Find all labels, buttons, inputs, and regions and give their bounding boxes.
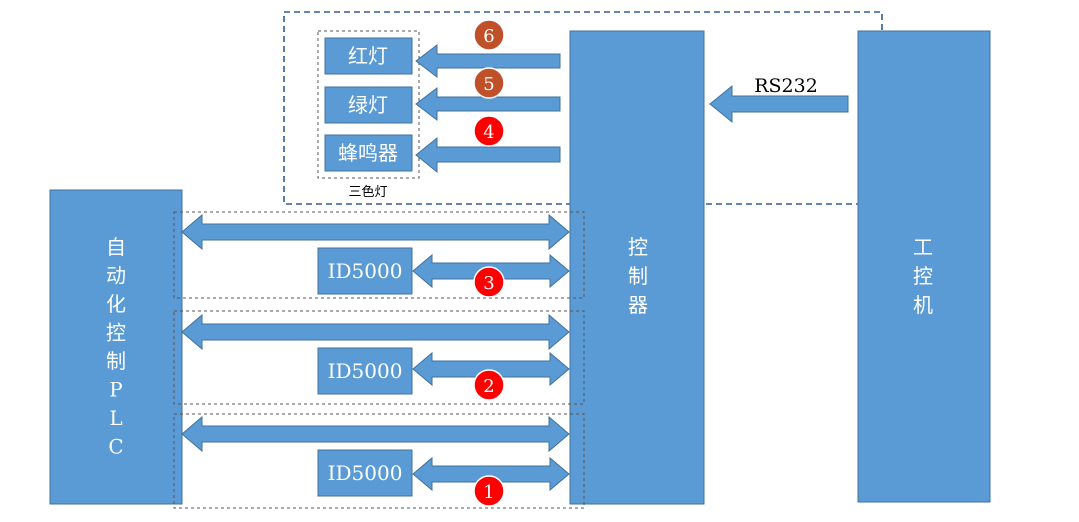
controller-block [569, 30, 705, 505]
badge-4-circle [473, 115, 505, 147]
badge-3-circle [473, 266, 505, 298]
badge-5-number: 5 [483, 74, 494, 95]
ipc-label: 工控机 [913, 235, 933, 317]
id5000-box-2 [317, 347, 413, 395]
red-light-label: 红灯 [348, 44, 388, 68]
controller-label: 控制器 [628, 235, 648, 317]
ipc-block [857, 30, 991, 503]
channel-2-border [173, 310, 585, 405]
plc-label-char-2: 化 [106, 292, 126, 316]
badge-1: 1 [473, 475, 505, 507]
green-light-box [324, 86, 413, 124]
buzzer-box [324, 134, 413, 172]
plc-label-char-5: P [109, 378, 122, 402]
channel-1-border [173, 413, 585, 509]
plc-label-char-7: C [108, 435, 123, 459]
arrow-to-red-light [415, 43, 561, 79]
tricolor-light-caption: 三色灯 [348, 184, 387, 200]
id5000-box-3 [317, 247, 413, 295]
badge-2: 2 [473, 369, 505, 401]
badge-5: 5 [473, 67, 505, 99]
buzzer-label: 蜂鸣器 [338, 141, 398, 165]
id5000-controller-arrow-2 [412, 351, 570, 387]
plc-label-char-1: 动 [106, 264, 126, 288]
plc-controller-arrow-2 [181, 313, 570, 351]
plc-label-char-6: L [109, 406, 122, 430]
plc-block [49, 189, 183, 505]
badge-2-number: 2 [483, 376, 494, 397]
plc-controller-arrow-1 [181, 415, 570, 453]
id5000-label-2: ID5000 [328, 359, 403, 383]
ipc-label-char-2: 机 [913, 293, 933, 317]
plc-label-char-0: 自 [106, 235, 126, 259]
green-light-label: 绿灯 [348, 93, 388, 117]
channel-3-border [173, 211, 585, 299]
arrow-to-buzzer [415, 136, 561, 174]
plc-label-char-4: 制 [106, 349, 126, 373]
arrow-to-green-light [415, 86, 561, 122]
id5000-label-1: ID5000 [328, 461, 403, 485]
controller-label-char-0: 控 [628, 235, 648, 259]
plc-label-char-3: 控 [106, 321, 126, 345]
badge-4-number: 4 [483, 122, 494, 143]
controller-label-char-2: 器 [628, 293, 648, 317]
id5000-controller-arrow-1 [412, 456, 570, 492]
badge-6-circle [473, 19, 505, 51]
controller-label-char-1: 制 [628, 264, 648, 288]
rs232-label: RS232 [754, 75, 818, 97]
badge-3: 3 [473, 266, 505, 298]
badge-6: 6 [473, 19, 505, 51]
plc-controller-arrow-3 [181, 213, 570, 251]
badge-1-number: 1 [483, 482, 494, 503]
badge-5-circle [473, 67, 505, 99]
id5000-label-3: ID5000 [328, 259, 403, 283]
id5000-box-1 [317, 449, 413, 497]
badge-1-circle [473, 475, 505, 507]
ipc-label-char-1: 控 [913, 264, 933, 288]
badge-2-circle [473, 369, 505, 401]
ipc-label-char-0: 工 [913, 235, 933, 259]
rs232-arrow [709, 84, 849, 124]
badge-3-number: 3 [483, 273, 494, 294]
badge-6-number: 6 [483, 26, 494, 47]
badge-4: 4 [473, 115, 505, 147]
red-light-box [324, 37, 413, 75]
